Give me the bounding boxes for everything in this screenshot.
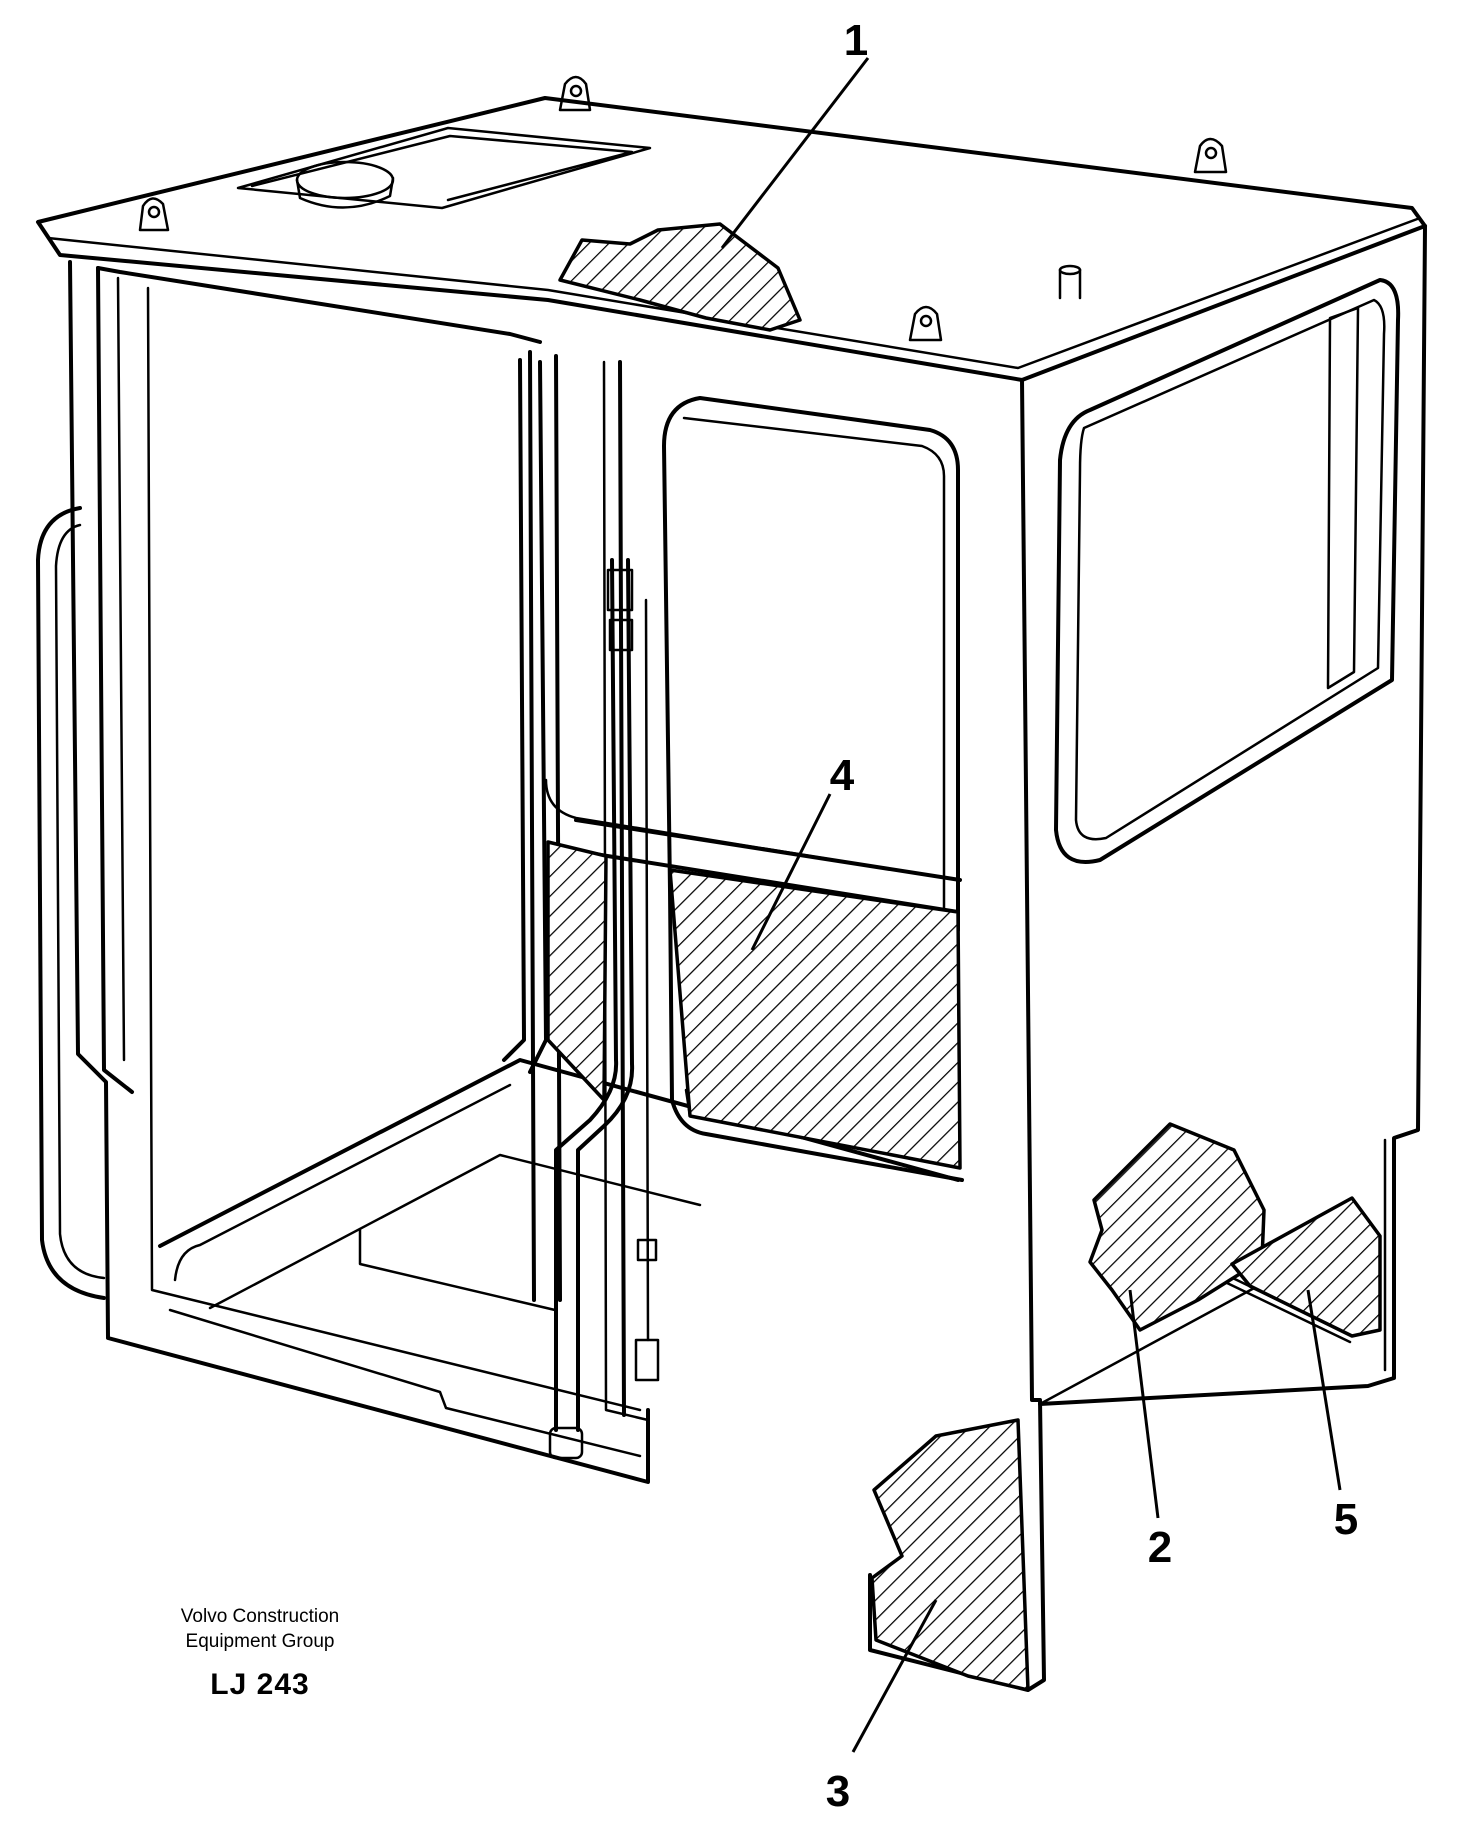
company-name-line-2: Equipment Group [185, 1631, 335, 1652]
hatched-area-4-side [546, 840, 608, 1102]
callout-5: 5 [1334, 1495, 1358, 1544]
cable-pipe [548, 558, 660, 1460]
callout-1-leader [720, 57, 870, 249]
company-name-line-1: Volvo Construction [180, 1606, 340, 1627]
callout-4-leader [750, 793, 832, 951]
right-side [868, 224, 1427, 1692]
hatched-area-4 [668, 868, 962, 1170]
callout-5-leader [1306, 1289, 1342, 1491]
door-pillar [528, 350, 964, 1422]
callout-1: 1 [844, 16, 868, 65]
callout-3-leader [851, 1599, 938, 1753]
hatched-area-1 [558, 222, 802, 332]
company-footer: Volvo Construction Equipment Group LJ 24… [110, 1604, 410, 1702]
callout-2-leader [1128, 1289, 1160, 1519]
callout-2: 2 [1148, 1523, 1172, 1572]
callout-3: 3 [826, 1767, 850, 1816]
hatched-area-3 [870, 1418, 1030, 1692]
cab-floor [158, 358, 962, 1458]
roof [36, 75, 1427, 382]
callouts: 1 4 2 5 3 [720, 16, 1358, 1816]
hatched-area-2 [1088, 1122, 1266, 1332]
drawing-code: LJ 243 [210, 1668, 310, 1701]
hatched-area-5 [1230, 1196, 1382, 1338]
front-frame [36, 260, 650, 1484]
callout-4: 4 [830, 751, 855, 800]
